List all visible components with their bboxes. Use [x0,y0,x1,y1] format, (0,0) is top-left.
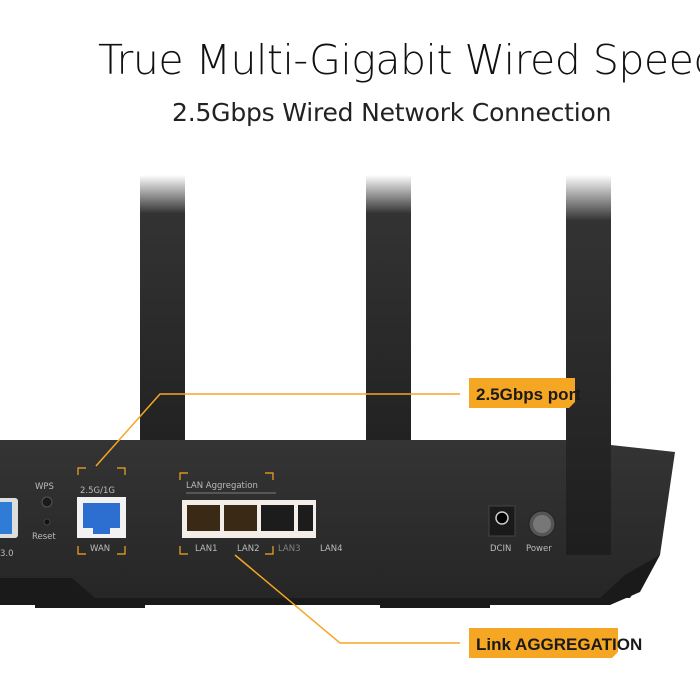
router-body [0,440,675,598]
reset-button[interactable] [43,518,51,526]
wps-button[interactable] [41,496,53,508]
lan-port-1[interactable]: LAN1 [187,505,220,554]
svg-text:3.0: 3.0 [0,549,14,559]
wps-label: WPS [35,482,54,492]
lan-aggregation-label: LAN Aggregation [186,481,258,491]
svg-text:WAN: WAN [90,544,110,554]
aggregation-callout-badge: Link AGGREGATION [469,628,642,658]
svg-text:2.5G/1G: 2.5G/1G [80,486,115,496]
page-title: True Multi-Gigabit Wired Speed [98,36,700,84]
svg-text:Power: Power [526,544,552,554]
svg-text:LAN1: LAN1 [195,544,218,554]
reset-label: Reset [32,532,56,542]
usb-port: 3.0 [0,498,18,559]
dcin-port: DCIN [488,505,516,554]
port-callout-line [95,393,460,467]
power-button[interactable]: Power [526,510,556,554]
wan-port[interactable]: 2.5G/1G WAN [77,486,126,554]
svg-text:2.5Gbps port: 2.5Gbps port [476,385,581,404]
lan4-label: LAN4 [320,544,343,554]
lan-port-3[interactable]: LAN3 [261,505,301,554]
lan-port-2[interactable]: LAN2 [224,505,260,554]
page-subtitle: 2.5Gbps Wired Network Connection [172,98,612,127]
svg-text:DCIN: DCIN [490,544,511,554]
svg-text:Link AGGREGATION: Link AGGREGATION [476,635,642,654]
lan-port-4[interactable] [280,505,313,531]
svg-text:LAN3: LAN3 [278,544,301,554]
aggregation-callout-line [234,554,460,644]
svg-text:LAN2: LAN2 [237,544,260,554]
port-callout-badge: 2.5Gbps port [469,378,581,408]
antenna-right [566,175,611,555]
